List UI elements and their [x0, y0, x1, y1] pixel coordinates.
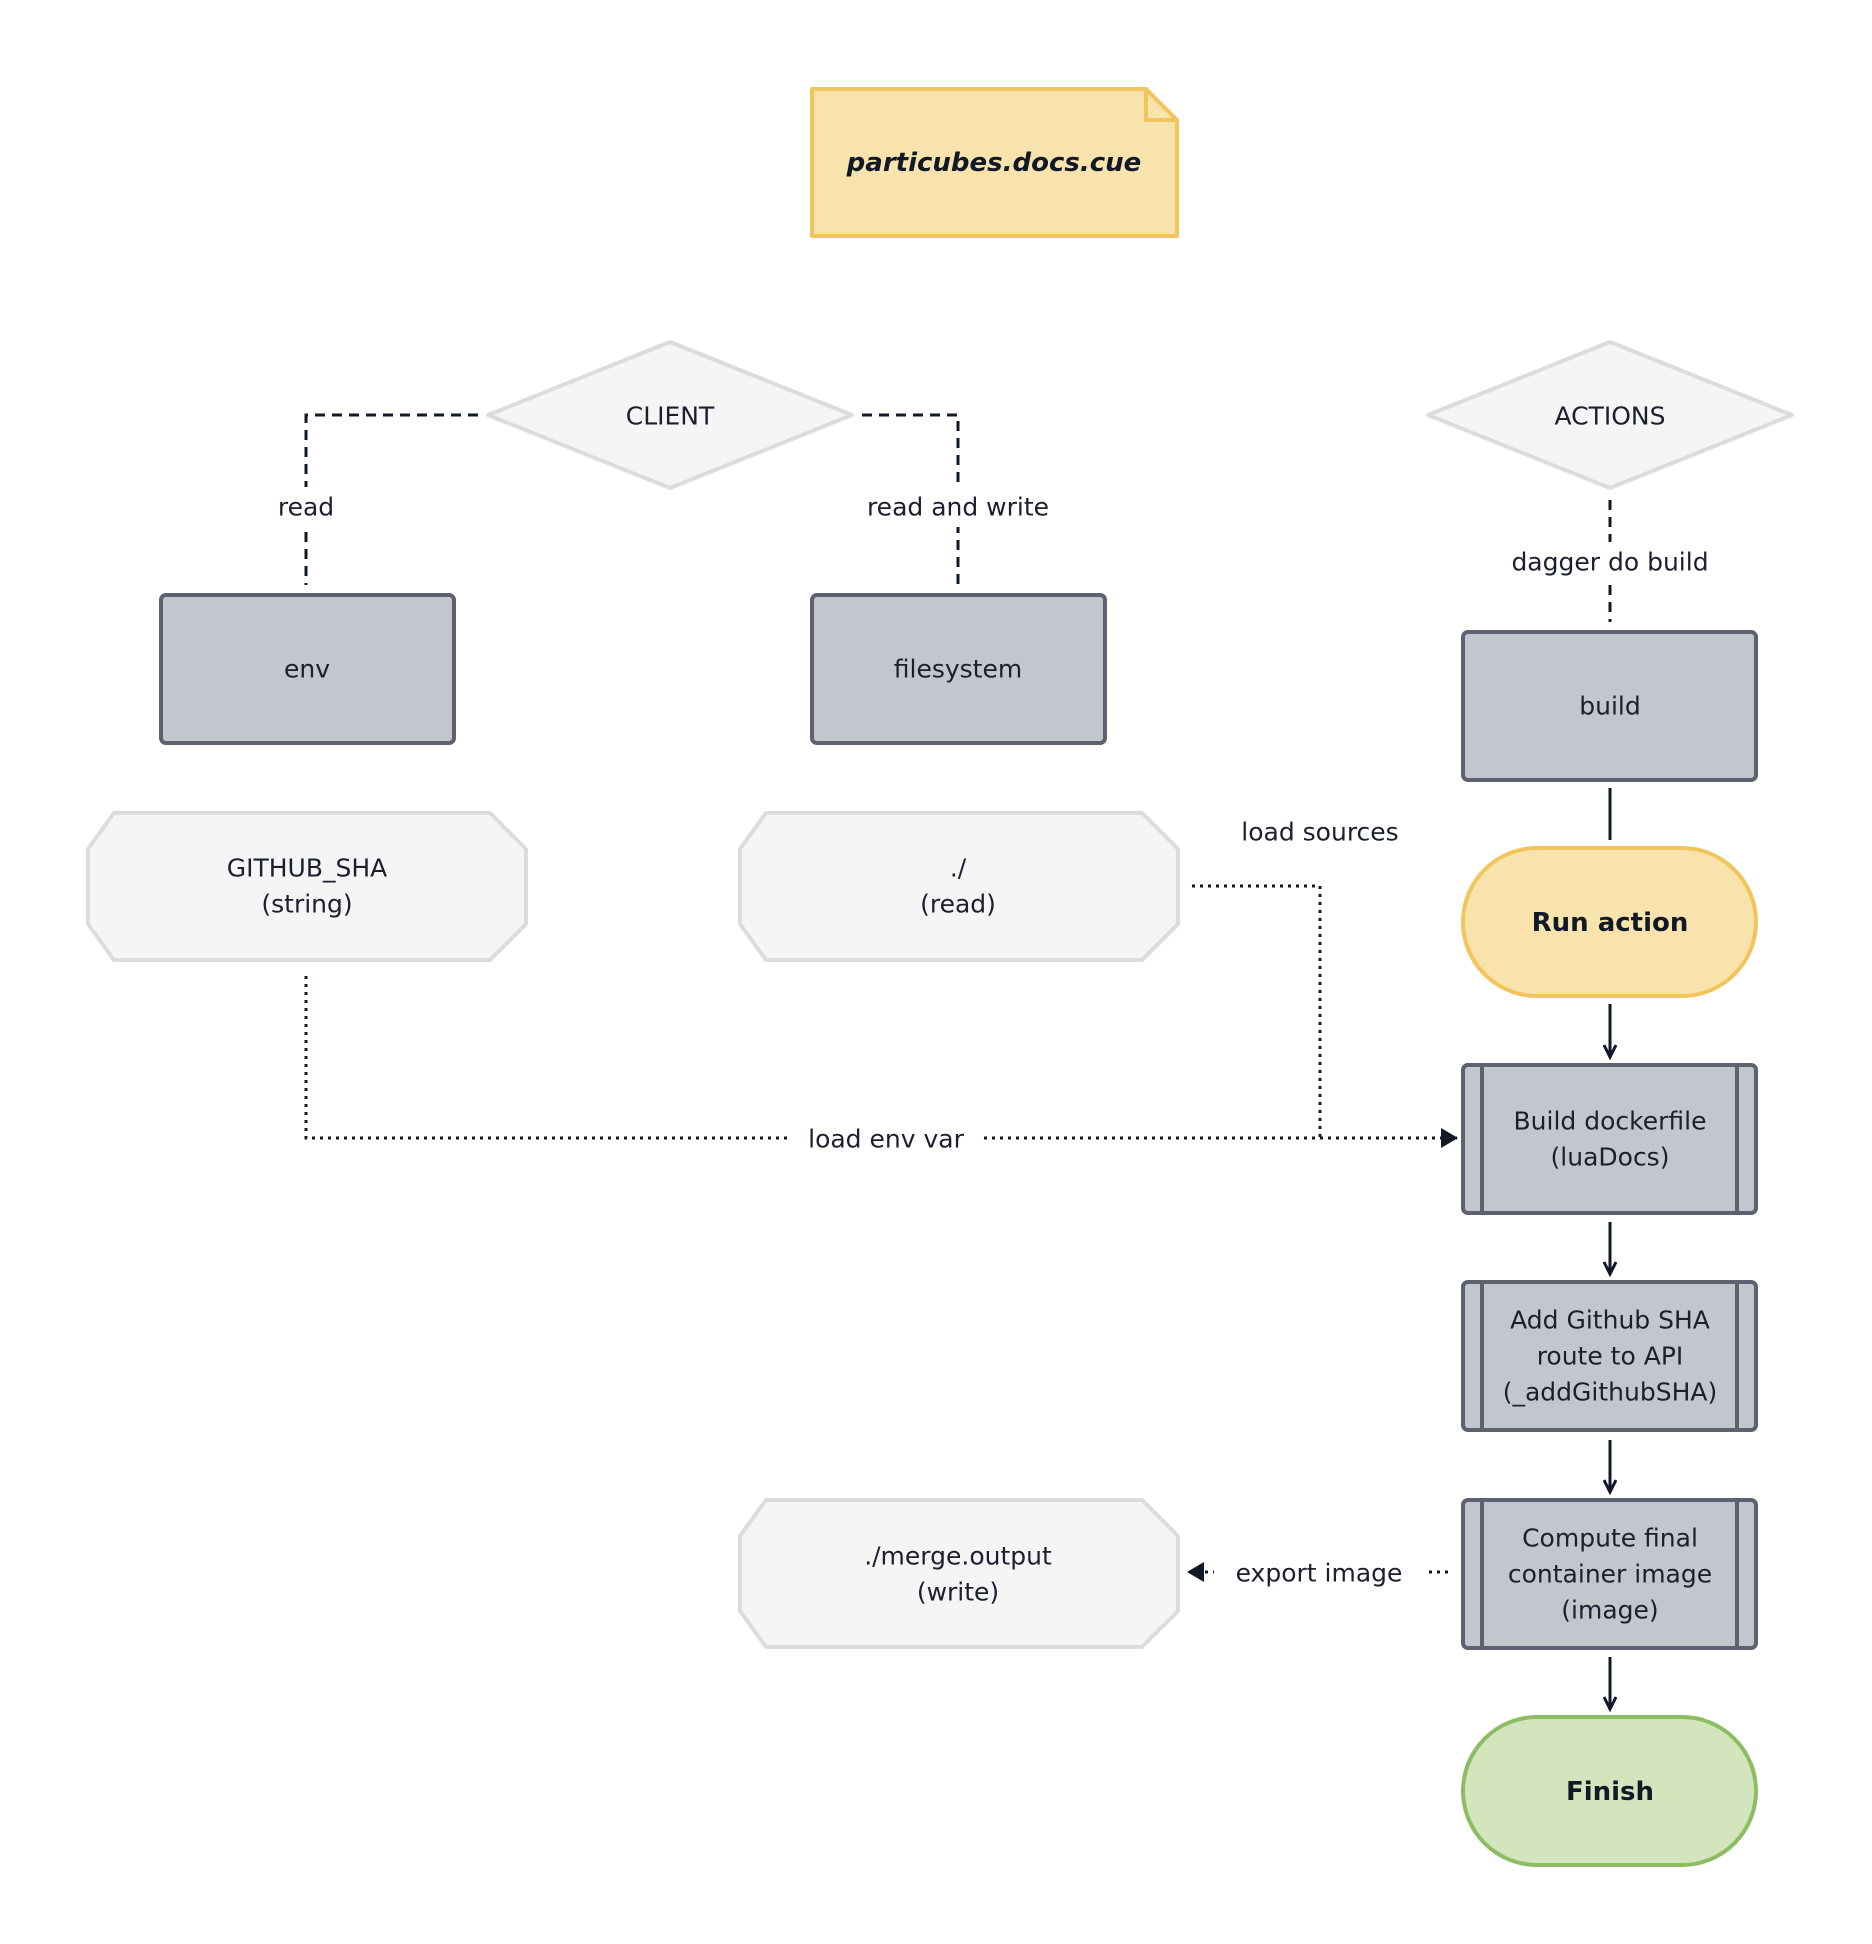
read-dir-node: ./ (read): [738, 811, 1180, 962]
merge-output-path: ./merge.output: [864, 1542, 1052, 1571]
github-sha-label: GITHUB_SHA: [227, 854, 388, 883]
build-node: build: [1461, 630, 1758, 782]
client-node: CLIENT: [486, 340, 854, 490]
read-dir-mode: (read): [920, 890, 996, 919]
build-dockerfile-node: Build dockerfile (luaDocs): [1461, 1063, 1758, 1215]
compute-image-line2: container image: [1508, 1560, 1712, 1589]
title-note: particubes.docs.cue: [810, 87, 1179, 238]
edge-label-dagger-do-build: dagger do build: [1511, 548, 1708, 577]
read-dir-path: ./: [950, 854, 967, 883]
client-label: CLIENT: [626, 402, 715, 431]
edge-label-load-sources: load sources: [1241, 818, 1398, 847]
edge-label-read: read: [278, 493, 334, 522]
edge-bg: [1214, 1552, 1424, 1592]
edge-bg: [1504, 542, 1716, 582]
build-label: build: [1579, 692, 1640, 721]
edge-label-read-and-write: read and write: [867, 493, 1049, 522]
compute-image-line3: (image): [1561, 1596, 1658, 1625]
add-github-sha-line1: Add Github SHA: [1510, 1306, 1710, 1335]
edge-bg: [862, 487, 1054, 527]
edge-label-export-image: export image: [1236, 1559, 1403, 1588]
add-github-sha-node: Add Github SHA route to API (_addGithubS…: [1461, 1280, 1758, 1432]
merge-output-node: ./merge.output (write): [738, 1498, 1180, 1649]
title-text: particubes.docs.cue: [846, 148, 1142, 178]
run-action-node: Run action: [1461, 846, 1758, 998]
edge-bg: [792, 1118, 980, 1158]
compute-image-node: Compute final container image (image): [1461, 1498, 1758, 1650]
finish-node: Finish: [1461, 1715, 1758, 1867]
edge-client-env: [304, 413, 478, 585]
edge-bg: [268, 487, 344, 527]
github-sha-node: GITHUB_SHA (string): [86, 811, 528, 962]
actions-node: ACTIONS: [1426, 340, 1794, 490]
run-action-label: Run action: [1532, 908, 1689, 938]
merge-output-mode: (write): [917, 1578, 999, 1607]
add-github-sha-line2: route to API: [1537, 1342, 1684, 1371]
build-dockerfile-label: Build dockerfile: [1514, 1107, 1707, 1136]
compute-image-line1: Compute final: [1522, 1524, 1698, 1553]
env-node: env: [159, 593, 456, 745]
finish-label: Finish: [1566, 1777, 1654, 1807]
filesystem-label: filesystem: [894, 655, 1022, 684]
edge-load-env-var: [304, 976, 1458, 1148]
env-label: env: [284, 655, 330, 684]
build-dockerfile-sub: (luaDocs): [1551, 1143, 1670, 1172]
edge-client-filesystem: [862, 413, 960, 585]
edge-load-sources: [1192, 884, 1322, 1138]
filesystem-node: filesystem: [810, 593, 1107, 745]
actions-label: ACTIONS: [1554, 402, 1665, 431]
add-github-sha-line3: (_addGithubSHA): [1503, 1378, 1718, 1407]
edge-label-load-env-var: load env var: [808, 1125, 964, 1154]
github-sha-type: (string): [261, 890, 352, 919]
